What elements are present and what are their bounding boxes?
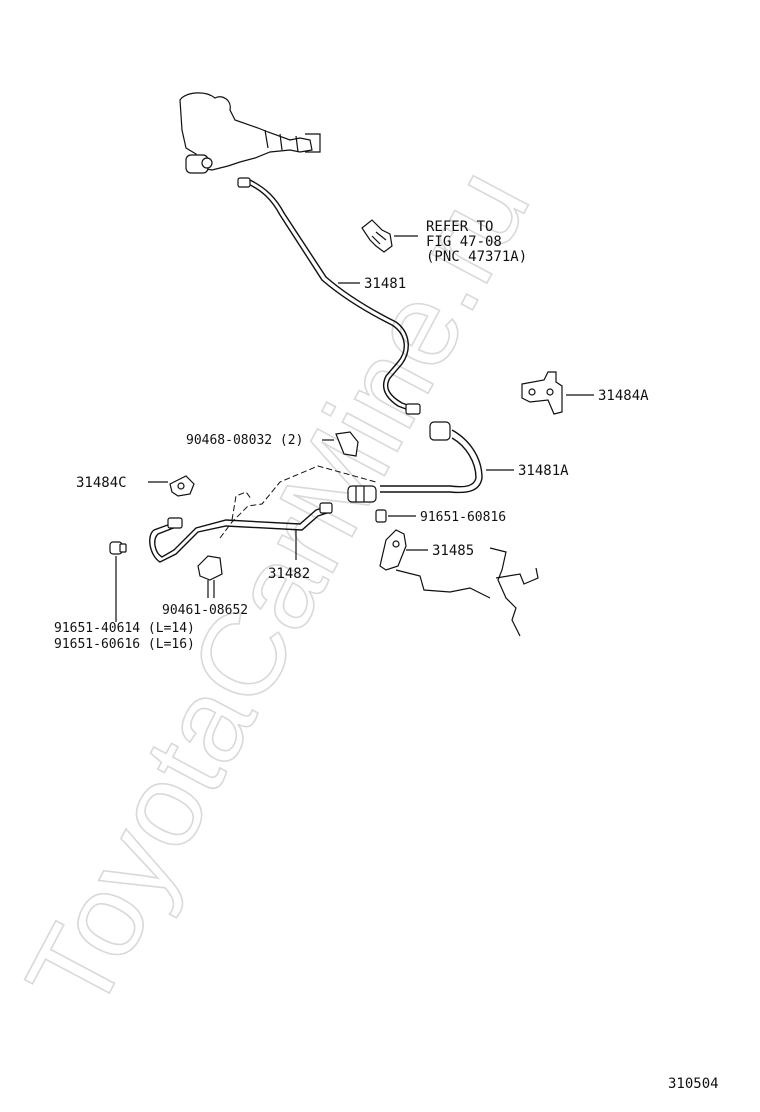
label-91651-60616: 91651-60616 (L=16) <box>54 637 195 652</box>
reference-note-line2: FIG 47-08 <box>426 234 502 250</box>
bolt-91651-60816 <box>375 509 387 523</box>
tube-31481 <box>237 177 421 415</box>
tube-31482 <box>149 465 377 563</box>
watermark-text: ToyotaCarMine.ru <box>1 148 555 1032</box>
bolt-91651-40614 <box>109 541 127 555</box>
label-31482: 31482 <box>268 566 310 582</box>
reference-note-line1: REFER TO <box>426 219 493 235</box>
label-31481A: 31481A <box>518 463 569 479</box>
label-91651-40614: 91651-40614 (L=14) <box>54 621 195 636</box>
bracket-31484A <box>521 371 563 415</box>
clamp-90461 <box>197 555 223 598</box>
reference-clip <box>361 219 418 253</box>
label-90461-08652: 90461-08652 <box>162 603 248 618</box>
reference-note: REFER TO FIG 47-08 (PNC 47371A) <box>426 219 527 265</box>
label-31484A: 31484A <box>598 388 649 404</box>
reference-note-line3: (PNC 47371A) <box>426 249 527 265</box>
label-90468-08032: 90468-08032 (2) <box>186 433 303 448</box>
label-31481: 31481 <box>364 276 406 292</box>
clip-90468 <box>335 431 359 457</box>
figure-number: 310504 <box>668 1076 719 1092</box>
bracket-31484C <box>169 475 195 497</box>
bracket-31485 <box>379 529 539 637</box>
label-91651-60816: 91651-60816 <box>420 510 506 525</box>
label-31484C: 31484C <box>76 475 127 491</box>
master-cylinder <box>179 92 321 174</box>
hose-31481A <box>347 421 483 503</box>
label-31485: 31485 <box>432 543 474 559</box>
